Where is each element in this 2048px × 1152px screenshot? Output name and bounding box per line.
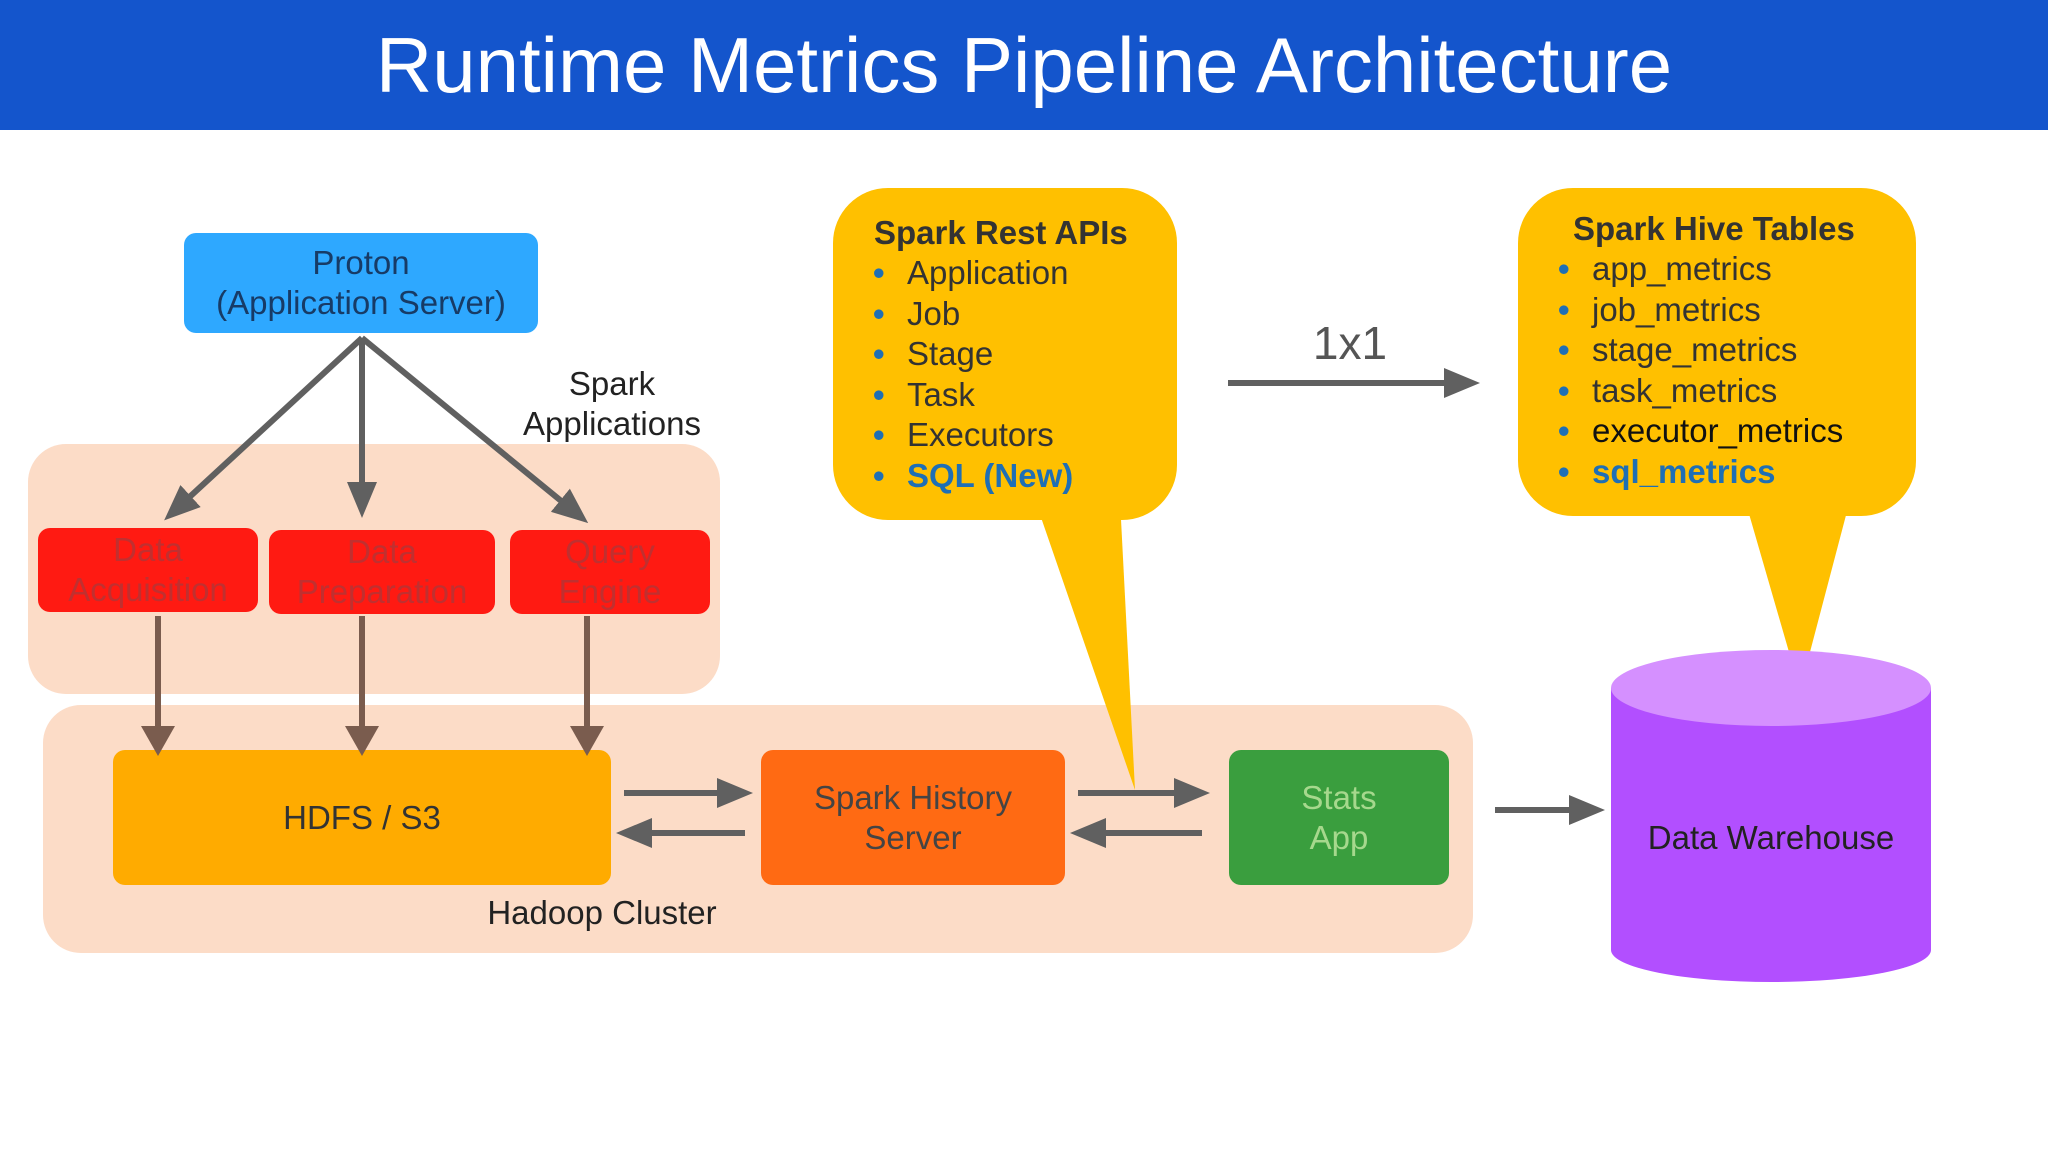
history-server-line2: Server xyxy=(864,818,962,856)
data-preparation-app: Data Preparation xyxy=(269,530,495,614)
hdfs-s3-label: HDFS / S3 xyxy=(283,798,441,836)
proton-to-query-engine-arrow xyxy=(360,335,589,524)
stats-app-line2: App xyxy=(1309,818,1369,856)
hdfs-s3-storage: HDFS / S3 xyxy=(113,750,611,885)
hadoop-cluster-label: Hadoop Cluster xyxy=(487,894,717,931)
data-warehouse-label: Data Warehouse xyxy=(1647,819,1895,856)
spark-hive-tables-callout: Spark Hive Tables •app_metrics •job_metr… xyxy=(1518,188,1916,516)
query-engine-line1: Query xyxy=(565,533,655,570)
rest-api-item: •Job xyxy=(873,294,961,332)
spark-applications-label-line1: Spark xyxy=(568,365,656,402)
rest-api-item: •Application xyxy=(873,254,1069,291)
proton-app-server: Proton (Application Server) xyxy=(184,233,538,333)
rest-api-item: •Stage xyxy=(873,335,994,372)
spark-rest-apis-callout: Spark Rest APIs •Application •Job •Stage… xyxy=(833,188,1177,520)
data-preparation-line2: Preparation xyxy=(296,573,468,610)
stats-app-line1: Stats xyxy=(1301,778,1377,816)
slide-title: Runtime Metrics Pipeline Architecture xyxy=(375,21,1673,109)
data-warehouse-body xyxy=(1611,688,1931,982)
title-bar xyxy=(0,0,2048,130)
hive-table-item: •executor_metrics xyxy=(1558,412,1844,449)
rest-api-item-new: •SQL (New) xyxy=(873,456,1074,494)
hive-tables-title: Spark Hive Tables xyxy=(1573,210,1855,247)
hive-table-item-new: •sql_metrics xyxy=(1558,452,1776,490)
rest-apis-title: Spark Rest APIs xyxy=(874,214,1128,251)
proton-label-line2: (Application Server) xyxy=(216,284,506,321)
spark-applications-label-line2: Applications xyxy=(523,405,701,442)
spark-applications-label: Spark Applications xyxy=(512,364,712,444)
hive-tables-callout-tail xyxy=(1745,500,1850,690)
one-to-one-mapping-label: 1x1 xyxy=(1312,317,1388,369)
rest-apis-callout-tail xyxy=(1035,500,1135,790)
hive-table-item: •task_metrics xyxy=(1558,371,1778,409)
hive-table-item: •app_metrics xyxy=(1558,250,1772,287)
proton-label-line1: Proton xyxy=(312,244,410,281)
data-acquisition-line1: Data xyxy=(113,531,183,568)
data-warehouse-top xyxy=(1611,650,1931,726)
proton-to-data-acquisition-arrow xyxy=(164,335,365,521)
data-acquisition-line2: Acquisition xyxy=(68,571,228,608)
query-engine-line2: Engine xyxy=(558,573,662,610)
spark-history-server: Spark History Server xyxy=(761,750,1065,885)
rest-api-item: •Task xyxy=(873,375,975,413)
rest-apis-list: •Application •Job •Stage •Task •Executor… xyxy=(873,253,1073,496)
stats-app: Stats App xyxy=(1229,750,1449,885)
rest-api-item: •Executors xyxy=(873,416,1054,453)
data-acquisition-app: Data Acquisition xyxy=(38,528,258,612)
data-preparation-line1: Data xyxy=(347,533,417,570)
hive-tables-list: •app_metrics •job_metrics •stage_metrics… xyxy=(1558,249,1843,492)
query-engine-app: Query Engine xyxy=(510,530,710,614)
hive-table-item: •job_metrics xyxy=(1558,290,1761,328)
history-server-line1: Spark History xyxy=(813,778,1013,816)
hive-table-item: •stage_metrics xyxy=(1558,331,1798,368)
